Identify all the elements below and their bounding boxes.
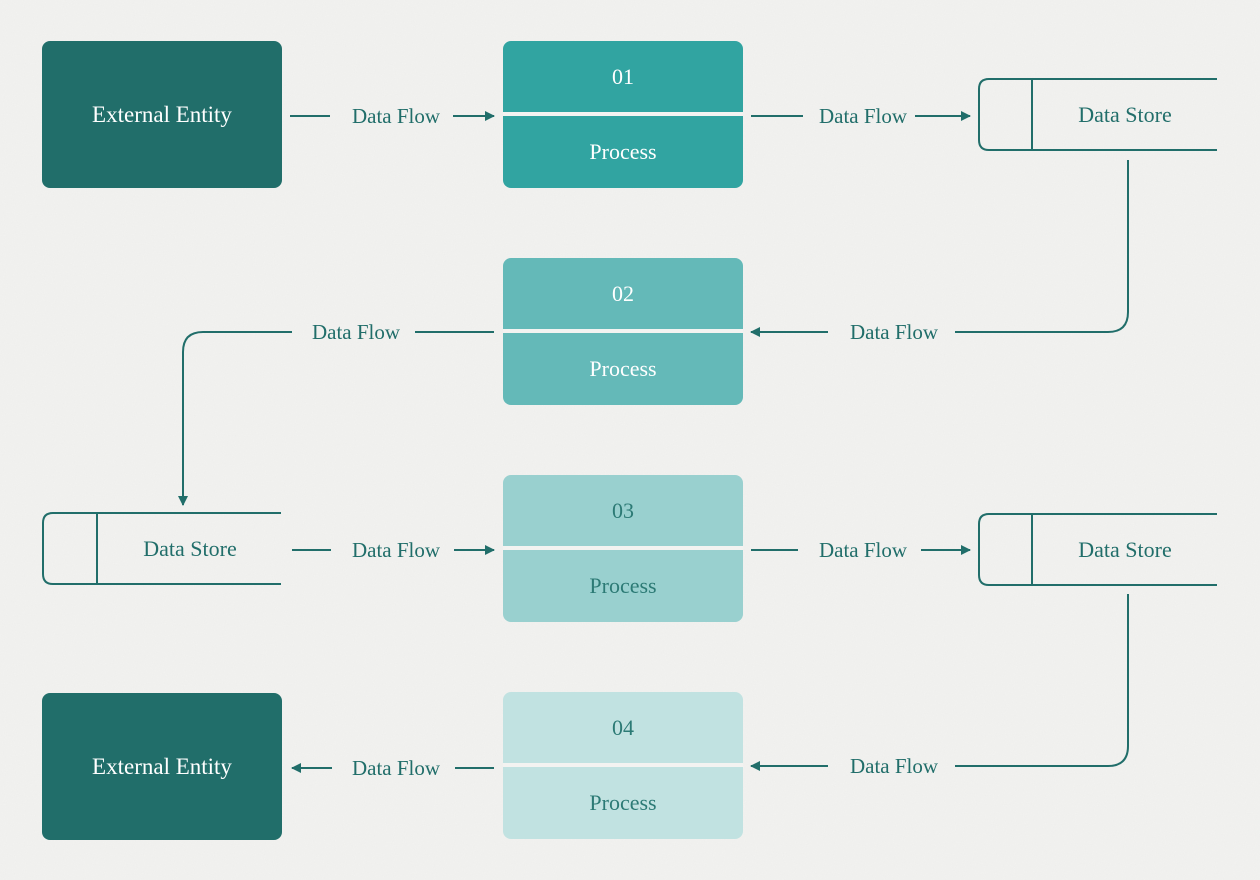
data-store-label-2[interactable]: Data Store	[143, 536, 237, 561]
process-divider	[503, 546, 743, 550]
data-store-shape-2	[42, 512, 281, 585]
process-divider	[503, 763, 743, 767]
process-03[interactable]: 03 Process	[503, 475, 743, 622]
process-label: Process	[589, 790, 657, 815]
data-store-shape-1	[978, 78, 1217, 151]
flow-label-7: Data Flow	[849, 754, 939, 778]
data-store-label-1[interactable]: Data Store	[1078, 102, 1172, 127]
process-number: 03	[612, 498, 634, 523]
flow-label-3: Data Flow	[849, 320, 939, 344]
process-02[interactable]: 02 Process	[503, 258, 743, 405]
data-store-shape-3	[978, 513, 1217, 586]
flow-label-4: Data Flow	[311, 320, 401, 344]
flow-label-5: Data Flow	[351, 538, 441, 562]
flow-line-3	[955, 160, 1129, 333]
flow-label-6: Data Flow	[818, 538, 908, 562]
process-divider	[503, 112, 743, 116]
process-label: Process	[589, 573, 657, 598]
process-label: Process	[589, 139, 657, 164]
process-number: 04	[612, 715, 634, 740]
process-number: 01	[612, 64, 634, 89]
flow-line-7	[955, 594, 1129, 767]
external-entity-label: External Entity	[92, 101, 232, 127]
external-entity-label: External Entity	[92, 753, 232, 779]
flow-line-4-arrow	[178, 331, 292, 506]
process-divider	[503, 329, 743, 333]
external-entity-sink[interactable]: External Entity	[42, 693, 282, 840]
process-number: 02	[612, 281, 634, 306]
process-label: Process	[589, 356, 657, 381]
external-entity-source[interactable]: External Entity	[42, 41, 282, 188]
flow-label-1: Data Flow	[351, 104, 441, 128]
data-store-label-3[interactable]: Data Store	[1078, 537, 1172, 562]
flow-label-2: Data Flow	[818, 104, 908, 128]
process-01[interactable]: 01 Process	[503, 41, 743, 188]
flow-label-8: Data Flow	[351, 756, 441, 780]
process-04[interactable]: 04 Process	[503, 692, 743, 839]
